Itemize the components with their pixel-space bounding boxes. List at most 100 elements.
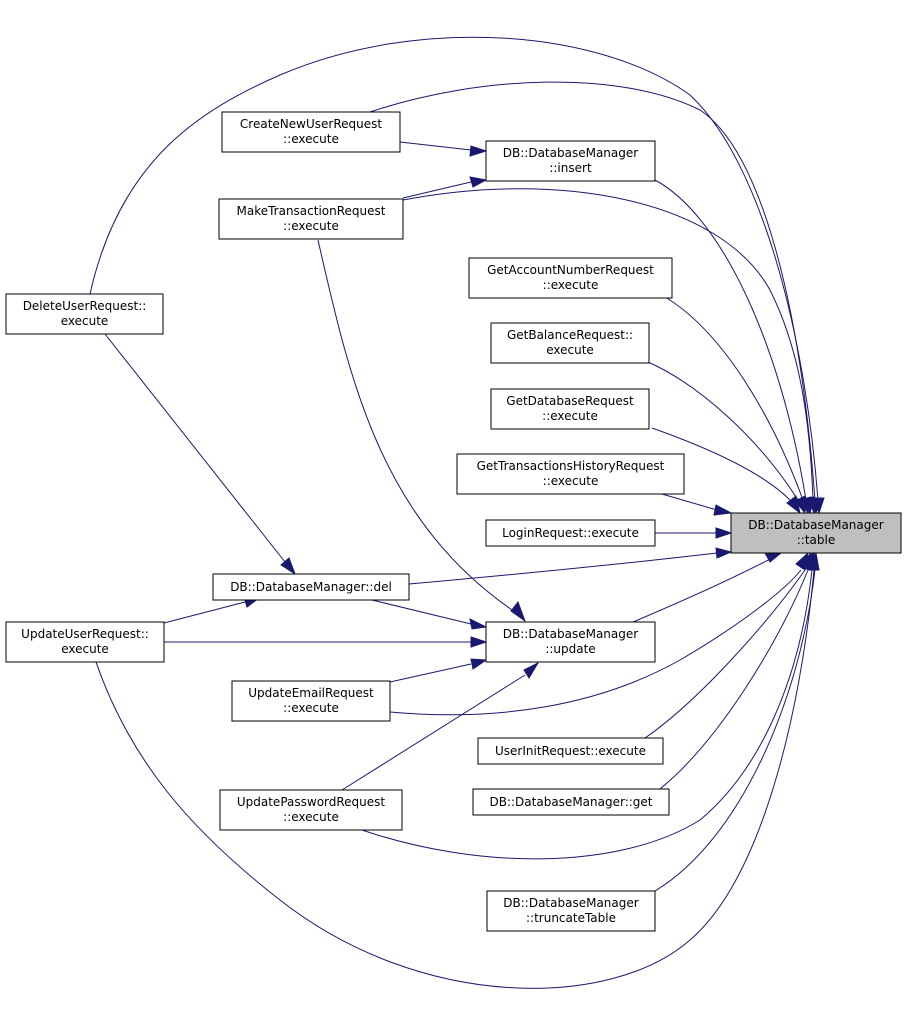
edge-line [402,188,814,501]
edge-getAccountNumber-to-table [664,296,812,515]
node-label: ::execute [283,219,339,233]
node-box [212,573,410,601]
node-del[interactable]: DB::DatabaseManager::del [212,573,410,601]
node-box [485,621,656,663]
node-box [477,737,664,765]
node-box [472,788,670,816]
arrowhead-icon [280,557,296,576]
node-label: GetBalanceRequest:: [507,328,633,342]
node-getTransactionsHistory[interactable]: GetTransactionsHistoryRequest::execute [456,453,685,495]
edge-deleteUser-to-table [89,36,825,515]
node-makeTransaction[interactable]: MakeTransactionRequest::execute [218,198,404,240]
node-label: DB::DatabaseManager [503,896,638,910]
node-label: DB::DatabaseManager [503,627,638,641]
edge-updateEmail-to-update [389,658,488,683]
node-label: DB::DatabaseManager::get [490,795,653,809]
node-updateUser[interactable]: UpdateUserRequest::execute [5,621,165,663]
node-table[interactable]: DB::DatabaseManager::table [730,512,902,554]
node-label: DB::DatabaseManager [503,146,638,160]
edge-updateUser-to-del [163,596,261,624]
node-updatePassword[interactable]: UpdatePasswordRequest::execute [219,789,403,831]
node-label: ::execute [543,474,599,488]
node-box [490,322,650,364]
node-userInit[interactable]: UserInitRequest::execute [477,737,664,765]
edge-line [644,569,806,739]
edge-line [664,296,804,501]
edge-updateUser-to-update [164,636,488,648]
edge-line [341,674,526,791]
edge-login-to-table [655,527,733,539]
node-label: UpdatePasswordRequest [237,795,386,809]
edge-line [163,601,246,624]
edge-line [654,491,718,511]
arrowhead-icon [713,504,733,516]
edge-line [361,569,813,860]
node-label: GetTransactionsHistoryRequest [477,459,665,473]
node-label: GetDatabaseRequest [506,394,634,408]
node-label: ::insert [549,161,592,175]
node-label: DB::DatabaseManager [748,518,883,532]
edge-line [104,333,286,563]
node-box [219,789,403,831]
node-label: ::truncateTable [526,911,616,925]
edge-del-to-table [408,547,733,585]
node-box [218,198,404,240]
edge-deleteUser-to-del [104,333,296,576]
node-label: ::execute [283,132,339,146]
edge-getDatabase-to-table [651,427,801,515]
edge-updateUser-to-table [95,553,820,989]
node-label: GetAccountNumberRequest [487,263,654,277]
nodes-layer: DB::DatabaseManager::tableDB::DatabaseMa… [5,111,902,932]
edge-truncateTable-to-table [654,551,820,892]
node-label: ::execute [542,409,598,423]
node-update[interactable]: DB::DatabaseManager::update [485,621,656,663]
node-label: UpdateUserRequest:: [21,627,149,641]
node-box [486,890,656,932]
edge-get-to-table [659,551,814,790]
node-label: MakeTransactionRequest [236,204,385,218]
edge-line [659,569,809,790]
edge-line [632,554,779,623]
node-box [485,140,656,182]
edges-layer [89,36,825,989]
node-label: execute [61,314,109,328]
arrowhead-icon [786,495,801,515]
edge-userInit-to-table [644,551,812,739]
edge-line [651,427,791,501]
edge-line [654,569,816,892]
node-label: UpdateEmailRequest [248,686,374,700]
node-box [456,453,685,495]
node-label: ::table [797,533,835,547]
node-label: ::execute [543,278,599,292]
edge-updatePassword-to-update [341,661,540,791]
arrowhead-icon [715,527,733,539]
node-label: execute [61,642,109,656]
edge-update-to-table [632,552,783,623]
arrowhead-icon [470,636,488,648]
node-get[interactable]: DB::DatabaseManager::get [472,788,670,816]
arrowhead-icon [470,658,488,670]
node-getAccountNumber[interactable]: GetAccountNumberRequest::execute [468,257,673,299]
node-label: ::execute [283,810,339,824]
node-insert[interactable]: DB::DatabaseManager::insert [485,140,656,182]
node-getDatabase[interactable]: GetDatabaseRequest::execute [490,388,650,430]
node-label: ::execute [283,701,339,715]
edge-getTransactionsHistory-to-table [654,491,733,516]
arrowhead-icon [812,497,825,515]
node-getBalance[interactable]: GetBalanceRequest::execute [490,322,650,364]
edge-line [371,599,472,625]
node-updateEmail[interactable]: UpdateEmailRequest::execute [231,680,391,722]
node-login[interactable]: LoginRequest::execute [485,519,656,547]
edge-line [95,569,815,989]
arrowhead-icon [469,618,488,630]
node-box [5,621,165,663]
node-label: CreateNewUserRequest [240,117,382,131]
edge-line [317,239,516,613]
edge-line [399,141,472,151]
node-truncateTable[interactable]: DB::DatabaseManager::truncateTable [486,890,656,932]
node-createNewUser[interactable]: CreateNewUserRequest::execute [221,111,401,153]
node-deleteUser[interactable]: DeleteUserRequest::execute [5,293,164,335]
node-label: DB::DatabaseManager::del [230,580,392,594]
edge-line [654,179,807,501]
